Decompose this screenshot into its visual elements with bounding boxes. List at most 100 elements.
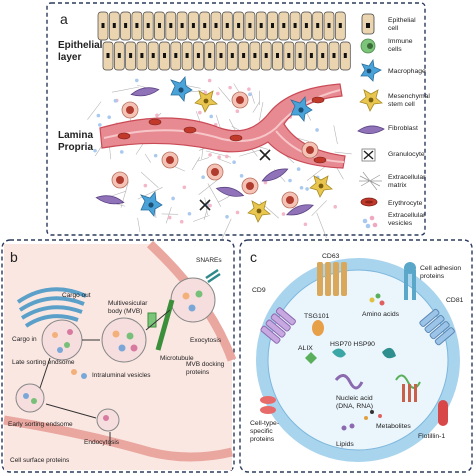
lamina-propria-label: Lamina Propria [58, 130, 96, 153]
matrix-fiber [112, 86, 140, 93]
panel-b-letter: b [10, 249, 18, 265]
epithelial-cell [306, 41, 317, 71]
label-snares: SNAREs [196, 257, 222, 264]
legend-epithelial-icon [361, 13, 375, 35]
epithelial-cell [131, 11, 143, 41]
epithelial-cell [334, 11, 346, 41]
extracellular-vesicle [235, 210, 240, 215]
legend-macrophage-icon [360, 58, 382, 82]
epithelial-cell [188, 11, 199, 41]
macrophage-cell [140, 191, 163, 217]
matrix-fiber [259, 102, 264, 121]
matrix-fiber [207, 183, 222, 207]
extracellular-vesicle [281, 212, 286, 216]
matrix-fiber [112, 190, 127, 197]
fibroblast-cell [130, 87, 160, 97]
matrix-fiber [220, 218, 232, 242]
immune-cell [301, 141, 319, 159]
extracellular-vesicle [107, 115, 111, 120]
extracellular-vesicle [225, 154, 229, 159]
lamina-propria-cells [95, 76, 333, 223]
epithelial-cell [283, 41, 295, 71]
lipids-icon [341, 423, 355, 431]
extracellular-vesicle [225, 214, 229, 219]
cd9-protein [260, 307, 296, 344]
epithelial-cell [199, 11, 211, 41]
epithelial-cell [108, 11, 120, 41]
epithelial-cell [289, 11, 301, 41]
label-specific: Cell-type- specific proteins [250, 420, 281, 443]
erythrocyte-cell [311, 96, 325, 104]
matrix-fiber [191, 156, 201, 171]
extracellular-vesicle [228, 85, 232, 90]
epithelial-cell [339, 41, 351, 71]
extracellular-vesicle [216, 91, 220, 96]
extracellular-vesicle [333, 204, 338, 209]
immune-cell [121, 101, 139, 119]
legend-erythrocyte-icon [360, 197, 378, 207]
extracellular-vesicle [263, 180, 268, 185]
extracellular-vesicle [203, 90, 208, 95]
epithelial-cell [181, 41, 193, 71]
extracellular-vesicle [217, 155, 221, 160]
epithelial-cell [142, 11, 154, 41]
epithelial-cell [125, 41, 136, 71]
label-cd9: CD9 [252, 287, 266, 294]
extracellular-vesicle [171, 196, 175, 201]
extracellular-vesicle [155, 113, 159, 118]
panel-a: a Epithelial layer Lamina Propria [46, 2, 430, 242]
matrix-fiber [144, 153, 151, 163]
label-cd81: CD81 [446, 297, 464, 304]
matrix-fiber [87, 101, 102, 120]
immune-cell [206, 163, 224, 181]
trafficking-arrows [39, 309, 171, 446]
epithelial-cell [120, 11, 131, 41]
extracellular-vesicle [232, 160, 236, 165]
extracellular-vesicle [153, 153, 158, 158]
epithelial-cell [204, 41, 216, 71]
label-tsg101: TSG101 [304, 313, 330, 320]
label-lipids: Lipids [336, 441, 354, 448]
ev-membrane [256, 258, 460, 462]
label-intraluminal: Intraluminal vesicles [92, 372, 151, 379]
epithelial-cell [238, 41, 249, 71]
epithelial-cell [159, 41, 170, 71]
extracellular-vesicle [247, 87, 251, 91]
extracellular-vesicle [239, 174, 244, 178]
epithelial-cell [193, 41, 204, 71]
epithelial-cell [147, 41, 159, 71]
mvb-docking-protein [147, 312, 157, 328]
epithelial-cell [221, 11, 233, 41]
label-nucleic: Nucleic acid (DNA, RNA) [336, 395, 375, 410]
extracellular-vesicle [134, 78, 139, 83]
extracellular-vesicle [96, 113, 101, 118]
multivesicular-body [101, 317, 147, 363]
extracellular-vesicle [248, 92, 252, 97]
epithelial-cell [226, 41, 238, 71]
extracellular-vesicle [93, 148, 97, 153]
erythrocyte-cell [229, 134, 243, 142]
epithelial-cell [176, 11, 188, 41]
extracellular-vesicle [207, 78, 212, 83]
granulocyte-cell [199, 199, 211, 211]
docking-mvb [170, 277, 216, 323]
fibroblast-cell [286, 204, 314, 216]
microtubule [155, 299, 175, 351]
epithelial-cell [102, 41, 114, 71]
extracellular-vesicle [235, 109, 240, 114]
extracellular-vesicle [208, 153, 212, 157]
epithelium-layer [97, 11, 351, 71]
extracellular-vesicle [296, 167, 301, 171]
cell-type-specific-protein [260, 396, 276, 414]
erythrocyte-cell [183, 126, 197, 134]
flotillin-1-protein [438, 400, 448, 426]
panel-b: b [1, 239, 237, 473]
label-metabolites: Metabolites [376, 423, 411, 430]
matrix-fiber [239, 149, 261, 157]
extracellular-vesicle [303, 222, 308, 227]
matrix-fiber [306, 166, 326, 181]
late-sorting-endosome [41, 319, 83, 361]
blood-vessel [99, 83, 346, 169]
